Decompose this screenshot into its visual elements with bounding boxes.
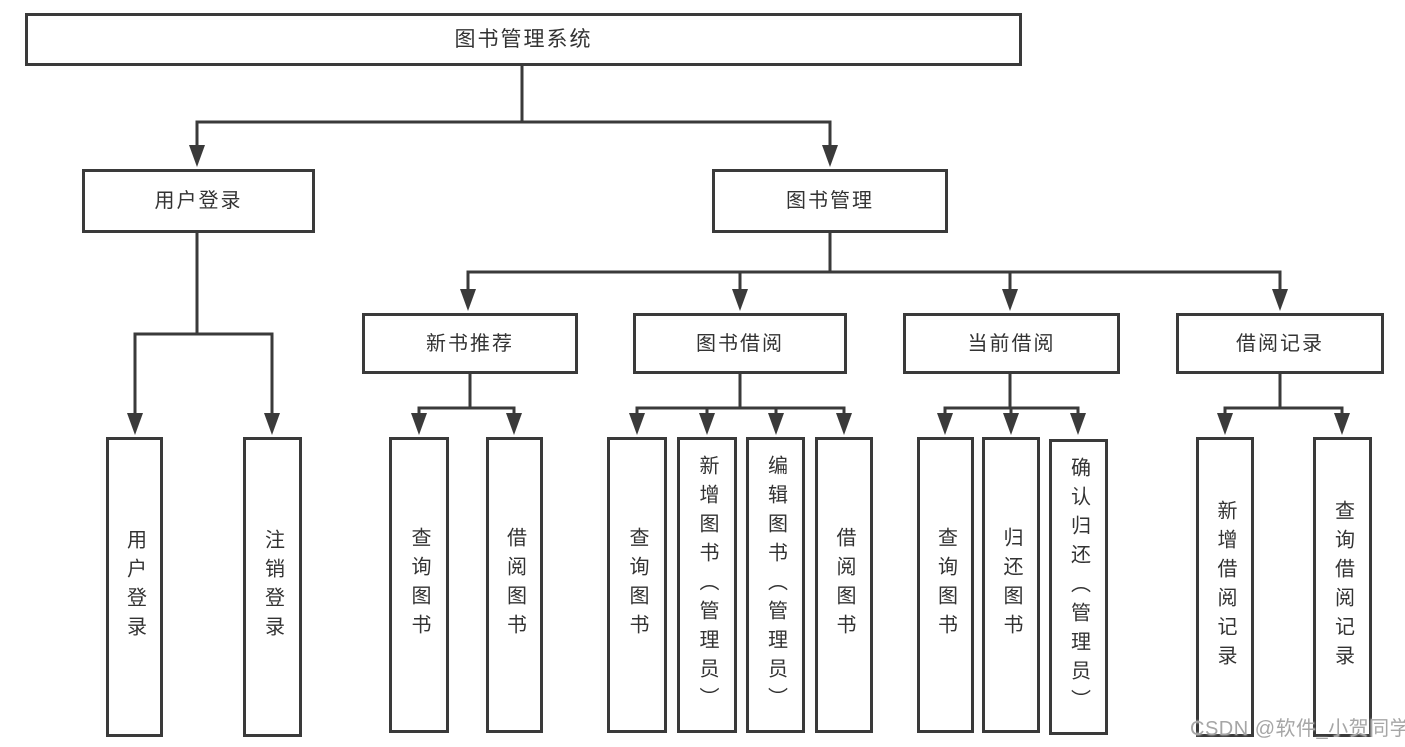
leaf-logout-label: 注销登录 xyxy=(261,529,284,645)
leaf-cb-return-book-label: 归还图书 xyxy=(1000,527,1022,643)
node-library-system: 图书管理系统 xyxy=(25,13,1022,66)
leaf-cb-return-book: 归还图书 xyxy=(982,437,1040,733)
node-user-login-label: 用户登录 xyxy=(154,190,243,212)
leaf-user-login-label: 用户登录 xyxy=(123,529,146,645)
leaf-nb-borrow-book-label: 借阅图书 xyxy=(503,527,526,643)
leaf-bb-query-book: 查询图书 xyxy=(607,437,667,733)
node-borrow-records: 借阅记录 xyxy=(1176,313,1384,374)
leaf-bb-edit-book-admin-label: 编辑图书（管理员） xyxy=(764,454,787,716)
node-borrow-records-label: 借阅记录 xyxy=(1236,332,1324,355)
node-new-book-recommend-label: 新书推荐 xyxy=(426,332,514,355)
leaf-br-query-record-label: 查询借阅记录 xyxy=(1331,500,1354,674)
leaf-bb-edit-book-admin: 编辑图书（管理员） xyxy=(746,437,805,733)
leaf-br-query-record: 查询借阅记录 xyxy=(1313,437,1372,737)
node-current-borrow: 当前借阅 xyxy=(903,313,1120,374)
leaf-cb-query-book-label: 查询图书 xyxy=(934,527,957,643)
node-new-book-recommend: 新书推荐 xyxy=(362,313,578,374)
leaf-nb-query-book: 查询图书 xyxy=(389,437,449,733)
node-book-management-label: 图书管理 xyxy=(786,190,874,212)
leaf-bb-query-book-label: 查询图书 xyxy=(626,527,648,643)
node-library-system-label: 图书管理系统 xyxy=(454,28,593,51)
node-user-login: 用户登录 xyxy=(82,169,315,233)
leaf-nb-borrow-book: 借阅图书 xyxy=(486,437,543,733)
leaf-br-add-record: 新增借阅记录 xyxy=(1196,437,1254,737)
node-current-borrow-label: 当前借阅 xyxy=(967,332,1056,355)
leaf-bb-borrow-book-label: 借阅图书 xyxy=(833,527,855,643)
leaf-bb-add-book-admin: 新增图书（管理员） xyxy=(677,437,737,733)
leaf-logout: 注销登录 xyxy=(243,437,302,737)
leaf-user-login: 用户登录 xyxy=(106,437,163,737)
leaf-nb-query-book-label: 查询图书 xyxy=(408,527,430,643)
node-book-management: 图书管理 xyxy=(712,169,948,233)
node-book-borrow: 图书借阅 xyxy=(633,313,847,374)
leaf-cb-confirm-return-admin-label: 确认归还（管理员） xyxy=(1067,456,1090,718)
leaf-cb-query-book: 查询图书 xyxy=(917,437,974,733)
leaf-bb-borrow-book: 借阅图书 xyxy=(815,437,873,733)
watermark: CSDN @软件_小贺同学 xyxy=(1190,718,1405,740)
leaf-br-add-record-label: 新增借阅记录 xyxy=(1214,500,1236,674)
node-book-borrow-label: 图书借阅 xyxy=(696,332,784,355)
leaf-cb-confirm-return-admin: 确认归还（管理员） xyxy=(1049,439,1108,735)
leaf-bb-add-book-admin-label: 新增图书（管理员） xyxy=(696,454,718,716)
